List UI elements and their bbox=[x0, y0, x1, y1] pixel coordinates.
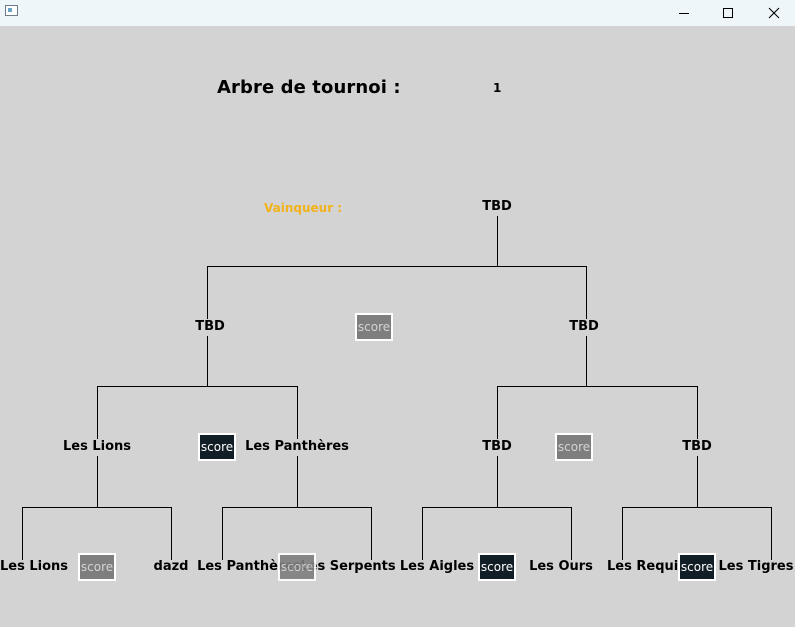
title-bar bbox=[0, 0, 795, 26]
bracket-line bbox=[771, 507, 772, 560]
round1-match1-team1: Les Lions bbox=[0, 559, 69, 574]
bracket-line bbox=[586, 266, 587, 319]
round1-match4-team2: Les Tigres bbox=[718, 559, 794, 574]
quarterfinal-team-1: Les Lions bbox=[62, 439, 132, 454]
bracket-line bbox=[207, 336, 208, 386]
bracket-line bbox=[297, 456, 298, 507]
bracket-line bbox=[97, 456, 98, 507]
minimize-button[interactable] bbox=[661, 0, 707, 26]
bracket-line bbox=[97, 386, 298, 387]
bracket-line bbox=[371, 507, 372, 560]
bracket-line bbox=[207, 266, 587, 267]
bracket-line bbox=[222, 507, 223, 560]
score-button-semifinal-right[interactable]: score bbox=[555, 433, 593, 461]
winner-team: TBD bbox=[482, 199, 512, 214]
quarterfinal-team-3: TBD bbox=[482, 439, 512, 454]
round1-match1-team2: dazd bbox=[153, 559, 189, 574]
quarterfinal-team-2: Les Panthères bbox=[245, 439, 349, 454]
score-button-semifinal-left[interactable]: score bbox=[198, 433, 236, 461]
bracket-line bbox=[297, 386, 298, 439]
round-number: 1 bbox=[493, 81, 502, 95]
bracket-line bbox=[497, 216, 498, 266]
bracket-line bbox=[622, 507, 772, 508]
minimize-icon bbox=[679, 13, 689, 14]
bracket-line bbox=[497, 386, 498, 439]
bracket-line bbox=[497, 386, 698, 387]
bracket-line bbox=[571, 507, 572, 560]
winner-label: Vainqueur : bbox=[264, 201, 343, 215]
bracket-line bbox=[697, 386, 698, 439]
bracket-line bbox=[171, 507, 172, 560]
bracket-line bbox=[22, 507, 23, 560]
bracket-line bbox=[422, 507, 423, 560]
bracket-line bbox=[97, 386, 98, 439]
score-button-match1[interactable]: score bbox=[78, 553, 116, 581]
bracket-line bbox=[22, 507, 172, 508]
bracket-area: Arbre de tournoi : 1 Vainqueur : TBD TBD… bbox=[0, 26, 795, 627]
app-icon bbox=[5, 5, 18, 16]
bracket-line bbox=[586, 336, 587, 386]
close-button[interactable] bbox=[751, 0, 795, 26]
bracket-line bbox=[622, 507, 623, 560]
close-icon bbox=[768, 7, 780, 19]
maximize-button[interactable] bbox=[705, 0, 751, 26]
bracket-line bbox=[697, 456, 698, 507]
maximize-icon bbox=[723, 8, 733, 18]
page-title: Arbre de tournoi : bbox=[217, 77, 401, 98]
score-button-match2[interactable]: score bbox=[278, 553, 316, 581]
round1-match2-team1: Les Panthères bbox=[197, 559, 301, 574]
score-button-match3[interactable]: score bbox=[478, 553, 516, 581]
bracket-line bbox=[422, 507, 572, 508]
score-button-final[interactable]: score bbox=[355, 313, 393, 341]
score-button-match4[interactable]: score bbox=[678, 553, 716, 581]
round1-match2-team2: Les Serpents bbox=[300, 559, 396, 574]
bracket-line bbox=[497, 456, 498, 507]
semifinal-right-team: TBD bbox=[569, 319, 599, 334]
quarterfinal-team-4: TBD bbox=[682, 439, 712, 454]
round1-match3-team1: Les Aigles bbox=[399, 559, 475, 574]
round1-match3-team2: Les Ours bbox=[529, 559, 593, 574]
round1-match4-team1: Les Requins bbox=[607, 559, 696, 574]
bracket-line bbox=[222, 507, 372, 508]
semifinal-left-team: TBD bbox=[195, 319, 225, 334]
bracket-line bbox=[207, 266, 208, 319]
